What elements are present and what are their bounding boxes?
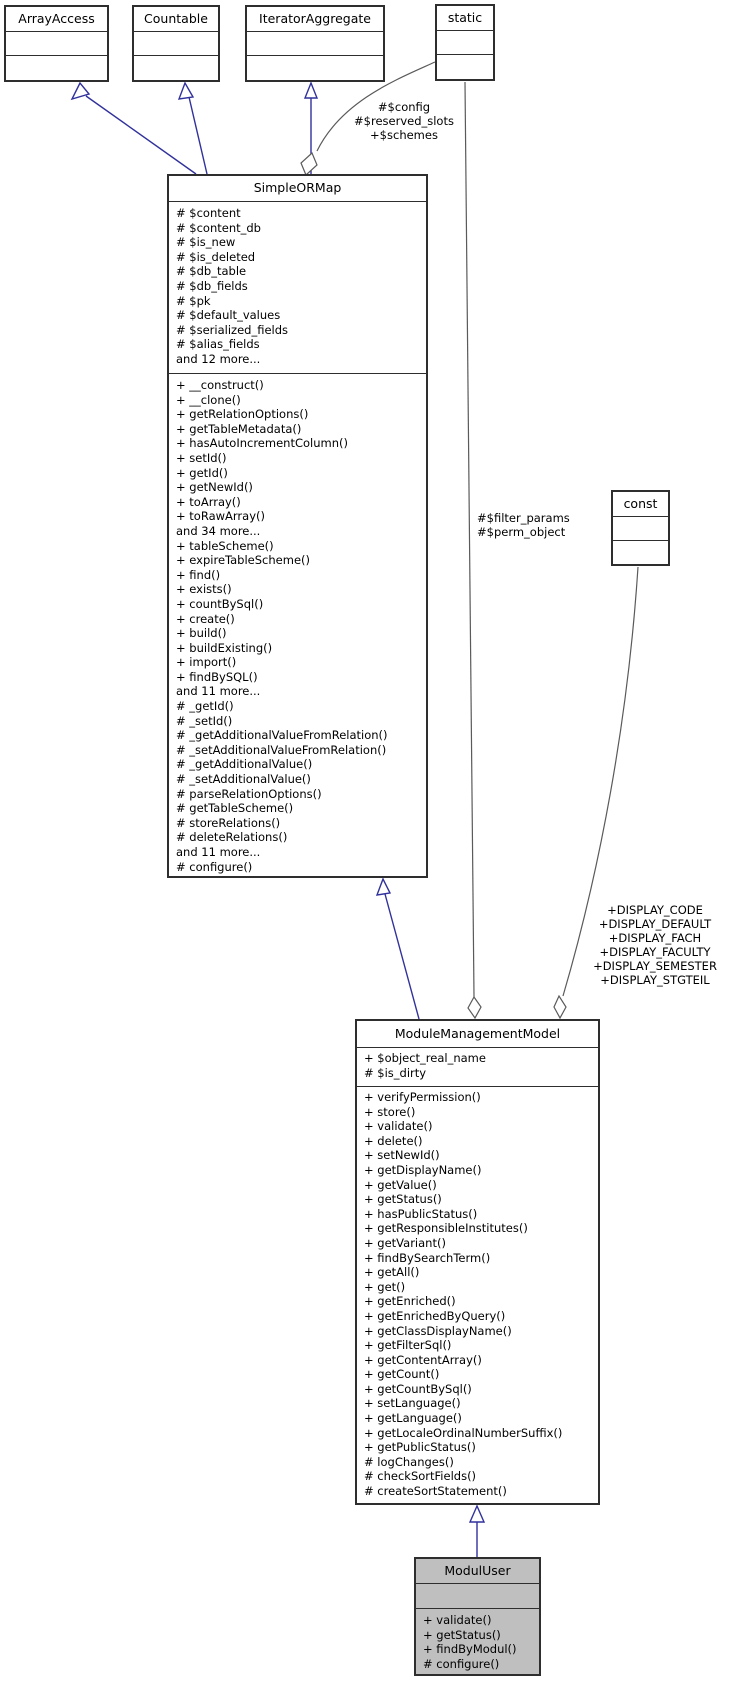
arrayaccess-methods-empty xyxy=(6,56,107,63)
class-title-arrayaccess: ArrayAccess xyxy=(6,7,107,32)
static-attributes-empty xyxy=(437,31,493,55)
simpleormap-attributes: # $content # $content_db # $is_new # $is… xyxy=(169,202,426,374)
edge-static-to-simpleormap xyxy=(316,61,436,152)
aggregation-diamond-mmm-const xyxy=(553,994,567,1020)
arrayaccess-attributes-empty xyxy=(6,32,107,56)
aggregation-diamond-simpleormap xyxy=(300,151,318,177)
modulemanagementmodel-methods: + verifyPermission() + store() + validat… xyxy=(364,1090,563,1499)
inheritance-arrow-mmm xyxy=(468,1504,486,1523)
class-box-moduluser[interactable]: ModulUser + validate() + getStatus() + f… xyxy=(414,1557,541,1676)
moduluser-attributes-empty xyxy=(416,1584,539,1609)
inheritance-arrow-arrayaccess xyxy=(70,81,91,101)
inheritance-arrow-countable xyxy=(177,81,195,100)
countable-methods-empty xyxy=(134,56,218,63)
class-box-iteratoraggregate[interactable]: IteratorAggregate xyxy=(245,5,385,82)
class-box-const[interactable]: const xyxy=(611,490,670,566)
class-box-static[interactable]: static xyxy=(435,4,495,81)
edge-label-static-modulemanagementmodel: #$filter_params #$perm_object xyxy=(477,511,570,539)
countable-attributes-empty xyxy=(134,32,218,56)
simpleormap-methods: + __construct() + __clone() + getRelatio… xyxy=(176,378,388,874)
class-title-countable: Countable xyxy=(134,7,218,32)
class-box-simpleormap[interactable]: SimpleORMap # $content # $content_db # $… xyxy=(167,174,428,878)
edge-static-to-mmm xyxy=(464,81,475,998)
class-box-arrayaccess[interactable]: ArrayAccess xyxy=(4,5,109,82)
class-title-static: static xyxy=(437,6,493,31)
modulemanagementmodel-attributes: + $object_real_name # $is_dirty xyxy=(357,1048,598,1087)
const-methods-empty xyxy=(613,541,668,548)
moduluser-methods: + validate() + getStatus() + findByModul… xyxy=(423,1613,517,1671)
aggregation-edges xyxy=(300,61,639,1020)
class-title-moduluser: ModulUser xyxy=(416,1559,539,1584)
class-title-modulemanagementmodel: ModuleManagementModel xyxy=(357,1021,598,1048)
static-methods-empty xyxy=(437,55,493,62)
edge-simpleormap-to-arrayaccess xyxy=(85,95,197,175)
class-title-iteratoraggregate: IteratorAggregate xyxy=(247,7,383,32)
class-box-countable[interactable]: Countable xyxy=(132,5,220,82)
edge-simpleormap-to-countable xyxy=(188,96,208,175)
const-attributes-empty xyxy=(613,517,668,541)
iteratoraggregate-methods-empty xyxy=(247,56,383,63)
iteratoraggregate-attributes-empty xyxy=(247,32,383,56)
aggregation-diamond-mmm-static xyxy=(467,995,482,1020)
edge-label-static-simpleormap: #$config #$reserved_slots +$schemes xyxy=(354,100,454,142)
edge-label-const-modulemanagementmodel: +DISPLAY_CODE +DISPLAY_DEFAULT +DISPLAY_… xyxy=(593,903,717,987)
edge-mmm-to-simpleormap xyxy=(384,893,420,1020)
class-box-modulemanagementmodel[interactable]: ModuleManagementModel + $object_real_nam… xyxy=(355,1019,600,1505)
class-title-simpleormap: SimpleORMap xyxy=(169,176,426,202)
inheritance-arrow-iteratoraggregate xyxy=(303,81,319,99)
inheritance-arrow-simpleormap xyxy=(375,877,392,896)
class-title-const: const xyxy=(613,492,668,517)
inheritance-edges xyxy=(70,81,486,1557)
edge-const-to-mmm xyxy=(562,566,639,997)
